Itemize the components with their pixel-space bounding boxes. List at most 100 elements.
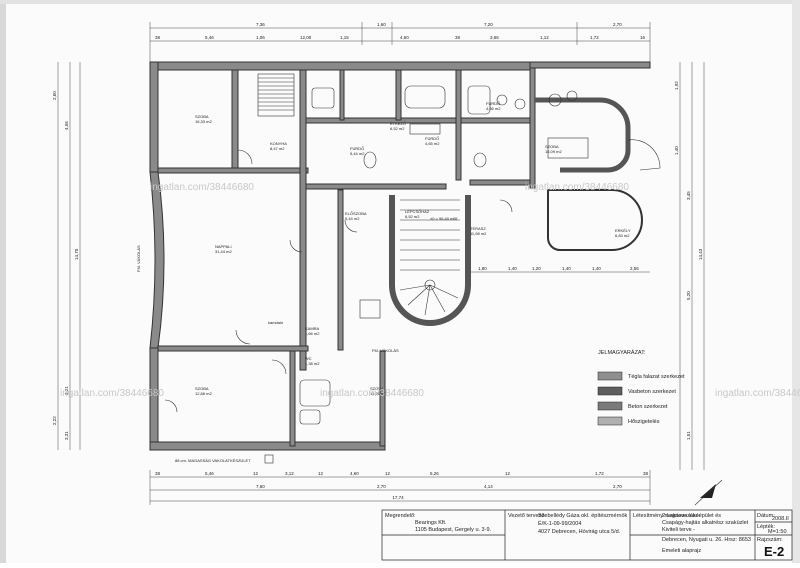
legend-item: Vasbeton szerkezet — [597, 386, 676, 396]
drawing-title: Emeleti alaprajz — [662, 548, 701, 554]
room-area: 8,47 m2 — [270, 146, 285, 151]
door-swings — [164, 149, 513, 413]
section-marker — [264, 454, 274, 464]
scan-edge-right — [792, 0, 800, 563]
room-name: ELŐSZOBA — [345, 211, 367, 216]
dim-bottom-value: 12 — [253, 471, 259, 476]
room-name: NAPPALI — [215, 244, 232, 249]
room-area: 12,88 m2 — [195, 391, 212, 396]
legend-swatch — [597, 416, 623, 426]
dim-middle-value: 1,40 — [508, 266, 517, 271]
dim-middle-value: 2,56 — [630, 266, 639, 271]
room-area: 4,65 m2 — [425, 141, 440, 146]
dim-top-value: 38 — [455, 35, 461, 40]
room-name: FÜRDŐ — [486, 101, 500, 106]
dim-right-value: 1,51 — [686, 431, 691, 440]
room-name: SZOBA — [195, 386, 209, 391]
dim-middle-value: 1,20 — [532, 266, 541, 271]
room-name: SZOBA — [195, 114, 209, 119]
legend-item: Hőszigetelés — [597, 416, 660, 426]
room-name: FÜRDŐ — [350, 146, 364, 151]
scale-label: Lépték: — [757, 524, 776, 530]
dim-bottom-value: 5,26 — [430, 471, 439, 476]
legend-item: Tégla falazat szerkezet — [597, 371, 685, 381]
legend-swatch — [597, 401, 623, 411]
room-area: 5,44 m2 — [345, 216, 360, 221]
dim-bottom-value: 4,14 — [484, 484, 493, 489]
dim-right-value: 3,45 — [686, 191, 691, 200]
dim-middle-value: 1,40 — [592, 266, 601, 271]
room-name: ÉTKEZŐ — [390, 121, 406, 126]
client-label: Megrendelő: — [385, 513, 416, 519]
dim-top-value: 7,36 — [256, 22, 265, 27]
title-block: Megrendelő: Bearings Kft. 1105 Budapest,… — [381, 509, 793, 561]
room-name: KAMRA — [305, 326, 320, 331]
project-line4: Debrecen, Nyugati u. 26. Hrsz: 8653 — [662, 537, 751, 543]
dim-top-value: 1,72 — [590, 35, 599, 40]
date-label: Dátum: — [757, 513, 775, 519]
designer-name: Szebellédy Gáza okl. építészmérnök — [538, 513, 628, 519]
dim-top-value: 5,46 — [205, 35, 214, 40]
room-name: ERKÉLY — [615, 228, 631, 233]
project-line1: 2 Lakásos lakóépület és — [662, 513, 721, 519]
legend: JELMAGYARÁZAT: Tégla falazat szerkezetVa… — [597, 349, 685, 426]
legend-item: Beton szerkezet — [597, 401, 668, 411]
dim-top-value: 1,15 — [340, 35, 349, 40]
scale-value: M=1:50 — [768, 529, 787, 535]
balcony-right — [535, 97, 661, 251]
room-area: 5,44 m2 — [350, 151, 365, 156]
dim-bottom-value: 1,72 — [595, 471, 604, 476]
project-line2: Csapágy-hajtás alkatrész szaküzlet — [662, 520, 749, 526]
stair-spiral — [389, 195, 471, 326]
room-area: 16,33 m2 — [195, 119, 212, 124]
dim-bottom-value: 12 — [385, 471, 391, 476]
client-name: Bearings Kft. — [415, 520, 447, 526]
room-area: 6,52 m2 — [405, 214, 420, 219]
dim-left-value: 3,31 — [64, 431, 69, 440]
legend-label: Beton szerkezet — [628, 404, 668, 410]
room-area: 6,52 m2 — [390, 126, 405, 131]
room-name: TERASZ — [470, 226, 486, 231]
dim-middle-value: 1,40 — [562, 266, 571, 271]
stair-left — [257, 73, 295, 117]
room-name: KONYHA — [270, 141, 287, 146]
svg-text:ingatlan.com/38446680: ingatlan.com/38446680 — [320, 388, 424, 399]
legend-label: Tégla falazat szerkezet — [628, 374, 685, 380]
dim-top-value: 1,12 — [540, 35, 549, 40]
dim-bottom-value: 38 — [155, 471, 161, 476]
legend-swatch — [597, 386, 623, 396]
dim-top-value: 12,00 — [300, 35, 312, 40]
room-name: LÉPCSŐHÁZ — [405, 209, 430, 214]
room-area: 11,98 m2 — [470, 231, 487, 236]
room-label: WC1,38 m2 — [305, 356, 320, 366]
room-name: SZOBA — [545, 144, 559, 149]
room-area: 6,83 m2 — [615, 233, 630, 238]
dim-right-value: 1,40 — [674, 146, 679, 155]
designer-address: 4027 Debrecen, Hóvirág utca 5/d. — [538, 529, 621, 535]
level-note: ±0 = 96.40 mBf — [430, 216, 458, 221]
dim-bottom-value: 12 — [505, 471, 511, 476]
parapet-note-mid: FM. VÁKOLÁS — [372, 348, 399, 353]
dim-top-value: 16 — [640, 35, 646, 40]
room-name: WC — [305, 356, 312, 361]
dim-left-value: 3,21 — [64, 386, 69, 395]
dim-bottom-value: 2,70 — [377, 484, 386, 489]
dim-bottom-value: 5,46 — [205, 471, 214, 476]
